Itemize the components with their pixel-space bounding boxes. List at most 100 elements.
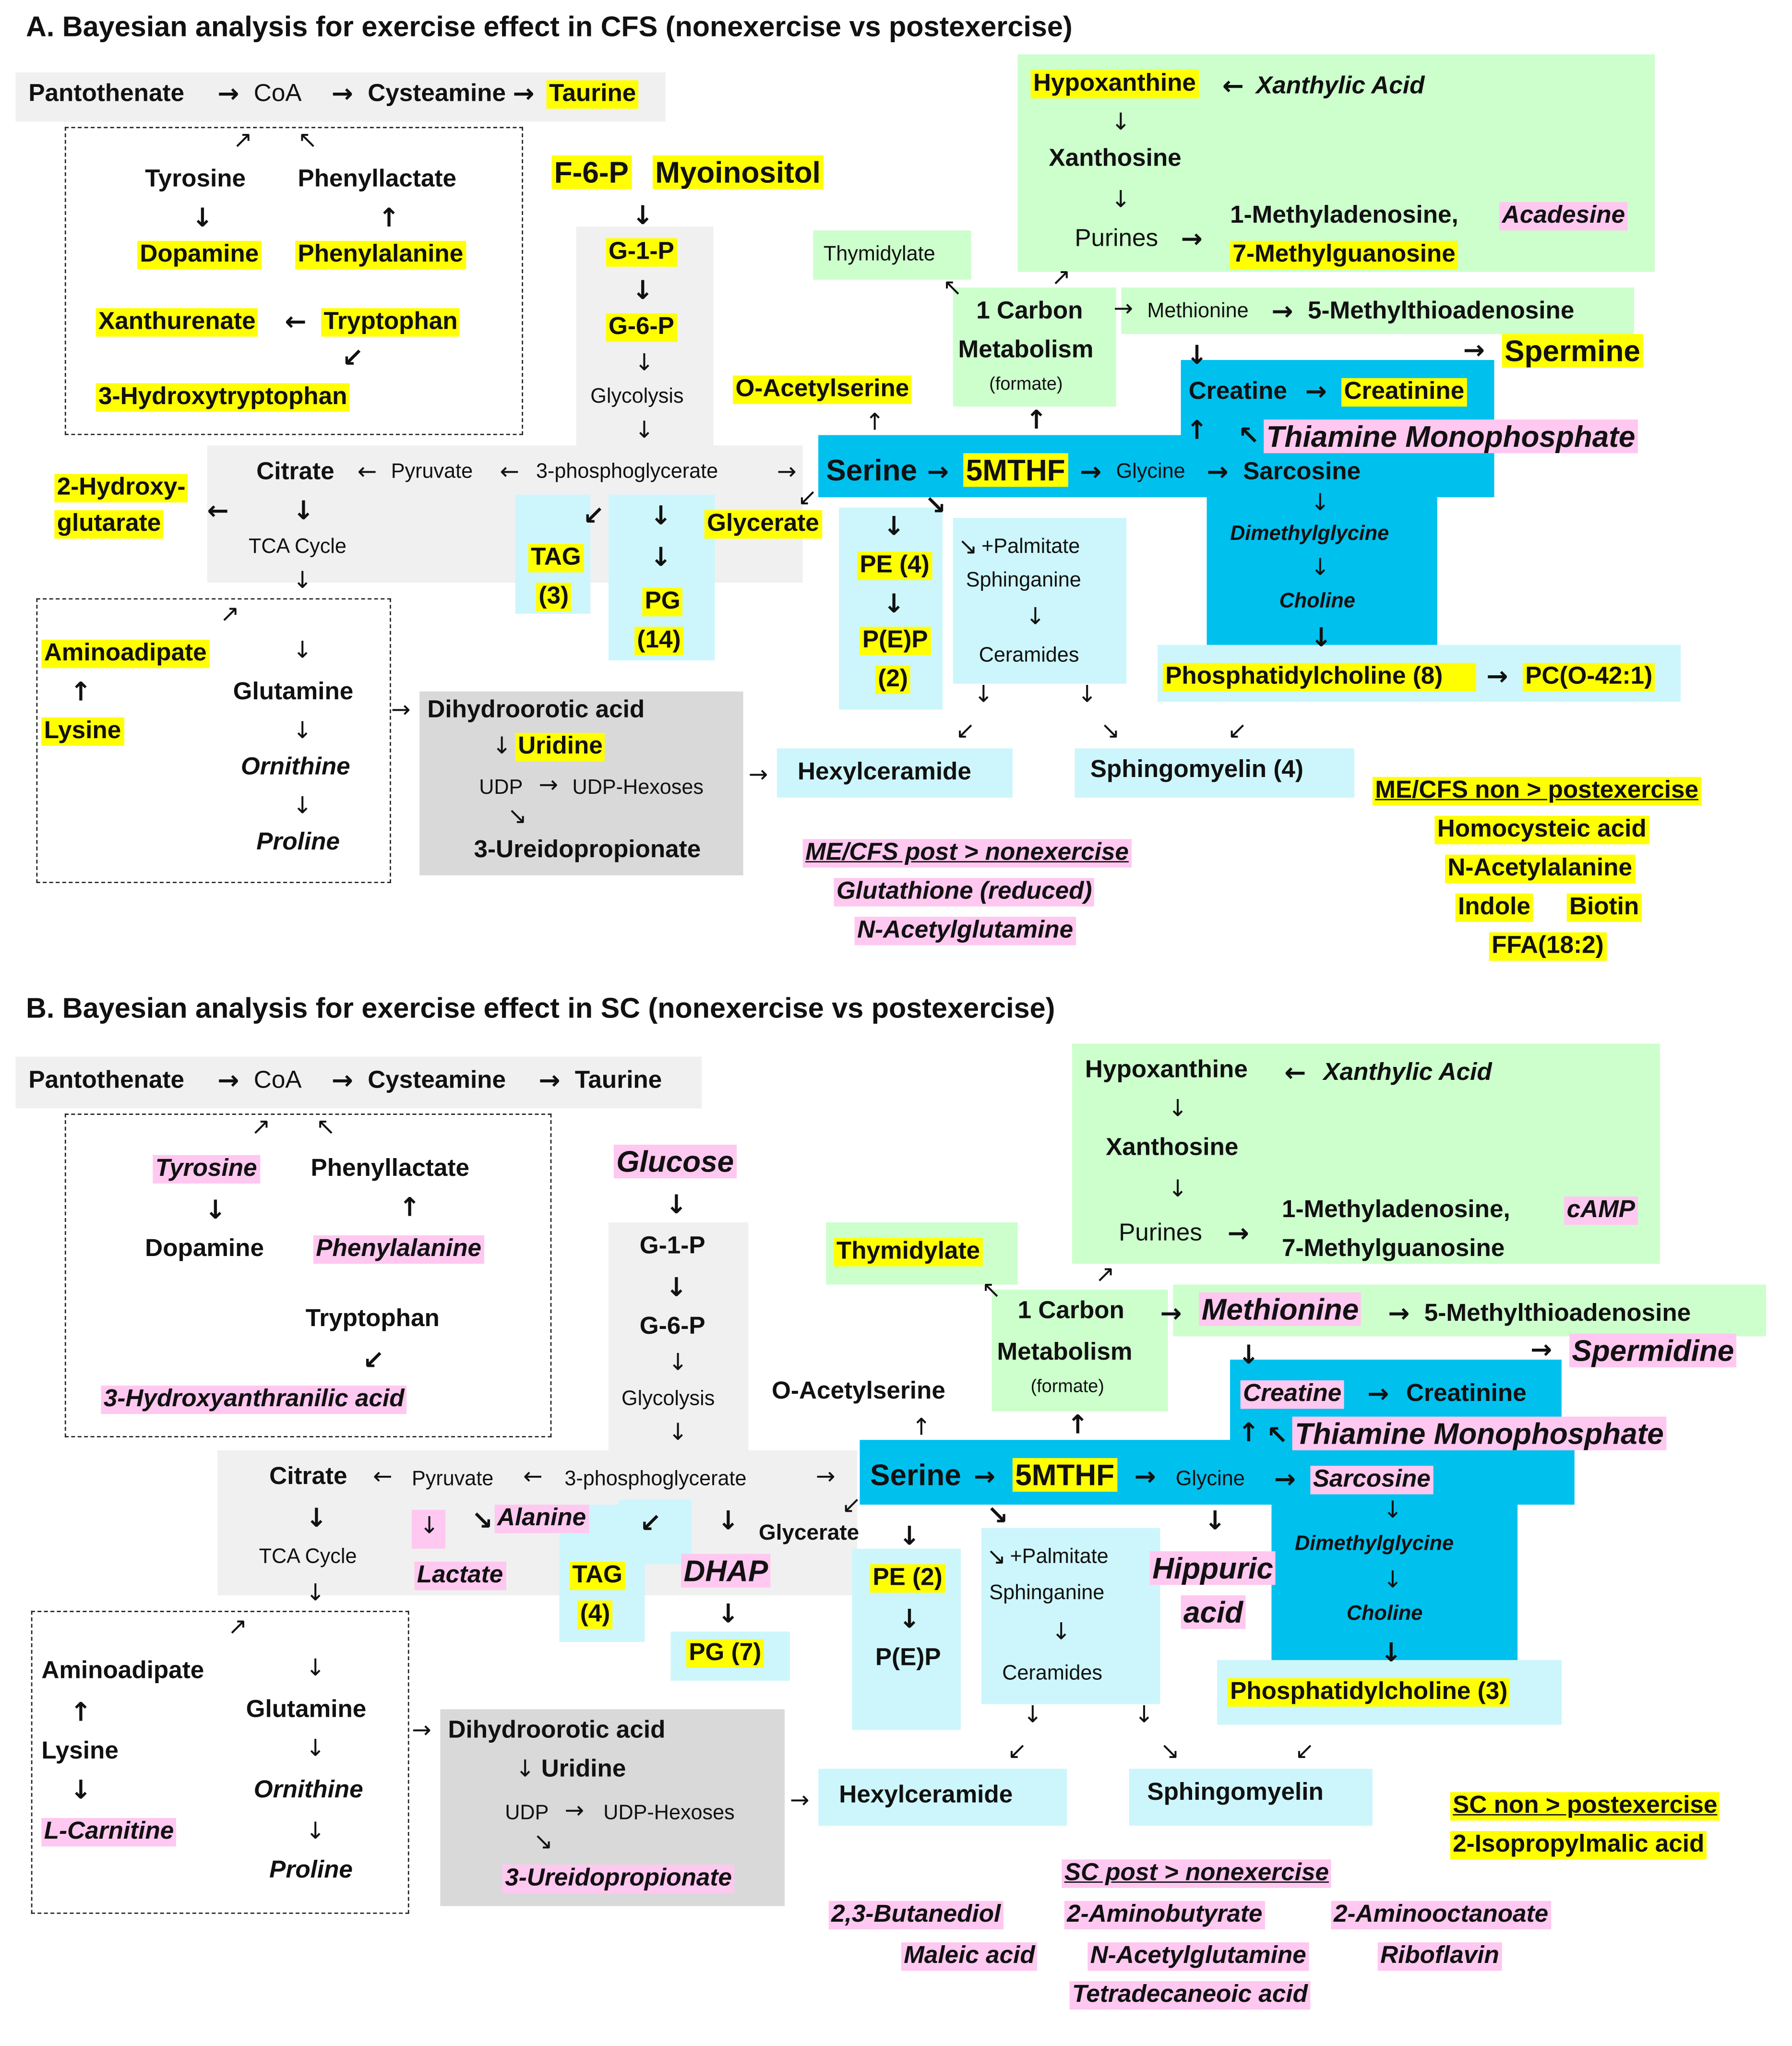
pyruvate: Pyruvate xyxy=(391,461,473,483)
choline-region xyxy=(1271,1502,1518,1665)
dihydroorotic-acid: Dihydroorotic acid xyxy=(448,1717,666,1745)
arrow-up-icon: ↑ xyxy=(398,1191,421,1222)
arrow-up-right-icon: ↗ xyxy=(227,1613,248,1641)
phenyllactate: Phenyllactate xyxy=(298,166,457,193)
proline: Proline xyxy=(256,828,340,856)
n-acetylalanine: N-Acetylalanine xyxy=(1445,854,1635,883)
udp: UDP xyxy=(479,777,523,799)
3-ureidopropionate: 3-Ureidopropionate xyxy=(502,1865,735,1893)
g6p: G-6-P xyxy=(606,313,677,342)
pe: PE (2) xyxy=(870,1564,945,1593)
methylguanosine: 7-Methylguanosine xyxy=(1282,1235,1505,1263)
arrow-down-icon: ↓ xyxy=(305,1655,325,1682)
creatinine: Creatinine xyxy=(1406,1380,1527,1408)
formate: (formate) xyxy=(1030,1375,1104,1396)
arrow-right-icon: → xyxy=(217,77,239,109)
arrow-down-icon: ↓ xyxy=(1168,1095,1188,1123)
pantothenate: Pantothenate xyxy=(28,80,185,108)
lysine: Lysine xyxy=(41,717,124,746)
arrow-down-icon: ↓ xyxy=(632,199,654,231)
arrow-right-icon: → xyxy=(1160,1297,1182,1329)
citrate: Citrate xyxy=(269,1463,347,1491)
arrow-right-icon: → xyxy=(331,1064,353,1096)
choline: Choline xyxy=(1279,590,1355,613)
aminooctanoate: 2-Aminooctanoate xyxy=(1331,1901,1551,1929)
pg-label: PG xyxy=(642,587,683,616)
post-nonexercise-title: SC post > nonexercise xyxy=(1062,1859,1332,1888)
arrow-down-icon: ↓ xyxy=(515,1756,535,1783)
palmitate: +Palmitate xyxy=(981,536,1080,558)
g1p: G-1-P xyxy=(606,238,677,267)
arrow-left-icon: ← xyxy=(523,1463,543,1491)
uridine: Uridine xyxy=(515,733,606,762)
arrow-up-icon: ↑ xyxy=(1238,1416,1260,1448)
arrow-up-left-icon: ↖ xyxy=(298,127,318,155)
arrow-down-right-icon: ↘ xyxy=(1100,717,1121,745)
arrow-up-left-icon: ↖ xyxy=(981,1277,1001,1304)
arrow-right-icon: → xyxy=(1080,455,1102,487)
arrow-right-icon: → xyxy=(1227,1217,1249,1248)
arrow-right-icon: → xyxy=(1463,334,1485,365)
dihydroorotic-acid: Dihydroorotic acid xyxy=(427,696,645,724)
ceramides: Ceramides xyxy=(979,645,1079,667)
arrow-right-icon: → xyxy=(927,455,949,487)
arrow-down-icon: ↓ xyxy=(1111,186,1131,214)
alanine: Alanine xyxy=(494,1505,589,1533)
arrow-right-icon: → xyxy=(1134,1460,1156,1492)
dimethylglycine: Dimethylglycine xyxy=(1230,523,1389,545)
arrow-down-icon: ↓ xyxy=(668,1349,688,1376)
serine: Serine xyxy=(870,1458,961,1492)
arrow-down-right-icon: ↘ xyxy=(986,1499,1009,1531)
arrow-left-icon: ← xyxy=(1222,70,1244,101)
one-carbon: 1 Carbon xyxy=(976,298,1083,325)
xanthosine: Xanthosine xyxy=(1106,1134,1239,1162)
arrow-down-icon: ↓ xyxy=(1111,108,1131,136)
arrow-down-icon: ↓ xyxy=(1383,1567,1403,1594)
one-carbon-region xyxy=(992,1290,1168,1412)
arrow-right-icon: → xyxy=(331,77,353,109)
tag-count: (4) xyxy=(577,1600,613,1629)
l-carnitine: L-Carnitine xyxy=(41,1818,177,1846)
hydroxytryptophan: 3-Hydroxytryptophan xyxy=(96,383,350,412)
glycerate: Glycerate xyxy=(759,1520,860,1545)
arrow-down-icon: ↓ xyxy=(292,792,312,820)
methylthioadenosine: 5-Methylthioadenosine xyxy=(1307,298,1575,325)
arrow-up-icon: ↑ xyxy=(1067,1409,1089,1440)
arrow-down-icon: ↓ xyxy=(973,681,993,708)
arrow-down-icon: ↓ xyxy=(1025,603,1045,631)
pep-label: P(E)P xyxy=(860,626,931,655)
arrow-right-icon: → xyxy=(411,1717,431,1745)
lysine-glutamine-box xyxy=(31,1611,409,1914)
butanediol: 2,3-Butanediol xyxy=(828,1901,1004,1929)
arrow-right-icon: → xyxy=(789,1787,810,1814)
spermidine: Spermidine xyxy=(1569,1333,1737,1368)
arrow-down-left-icon: ↙ xyxy=(841,1492,861,1519)
hydroxyglutarate-line2: glutarate xyxy=(54,510,164,538)
arrow-down-icon: ↓ xyxy=(292,494,314,526)
udp-hexoses: UDP-Hexoses xyxy=(572,777,704,799)
pe: PE (4) xyxy=(857,551,932,580)
arrow-down-right-icon: ↘ xyxy=(986,1543,1006,1571)
arrow-down-left-icon: ↙ xyxy=(956,717,975,745)
arrow-down-right-icon: ↘ xyxy=(1160,1737,1180,1765)
arrow-down-right-icon: ↘ xyxy=(924,489,946,521)
arrow-up-right-icon: ↗ xyxy=(1095,1261,1115,1289)
sphingomyelin: Sphingomyelin (4) xyxy=(1090,756,1304,784)
arrow-down-icon: ↓ xyxy=(1238,1339,1260,1370)
proline: Proline xyxy=(269,1856,353,1884)
arrow-up-icon: ↑ xyxy=(911,1414,932,1441)
dhap: DHAP xyxy=(681,1554,771,1588)
arrow-down-icon: ↓ xyxy=(292,567,312,595)
arrow-down-icon: ↓ xyxy=(305,1502,327,1533)
arrow-left-icon: ← xyxy=(357,458,377,486)
n-acetylglutamine: N-Acetylglutamine xyxy=(1087,1942,1309,1971)
arrow-down-icon: ↓ xyxy=(634,417,654,444)
arrow-down-icon: ↓ xyxy=(1310,554,1330,582)
methionine: Methionine xyxy=(1199,1292,1362,1327)
hexylceramide: Hexylceramide xyxy=(839,1782,1013,1809)
hydroxyglutarate-line1: 2-Hydroxy- xyxy=(54,474,188,503)
methylguanosine: 7-Methylguanosine xyxy=(1230,240,1458,269)
acadesine: Acadesine xyxy=(1499,202,1628,230)
arrow-up-icon: ↑ xyxy=(70,1696,92,1728)
f6p: F-6-P xyxy=(551,155,632,190)
